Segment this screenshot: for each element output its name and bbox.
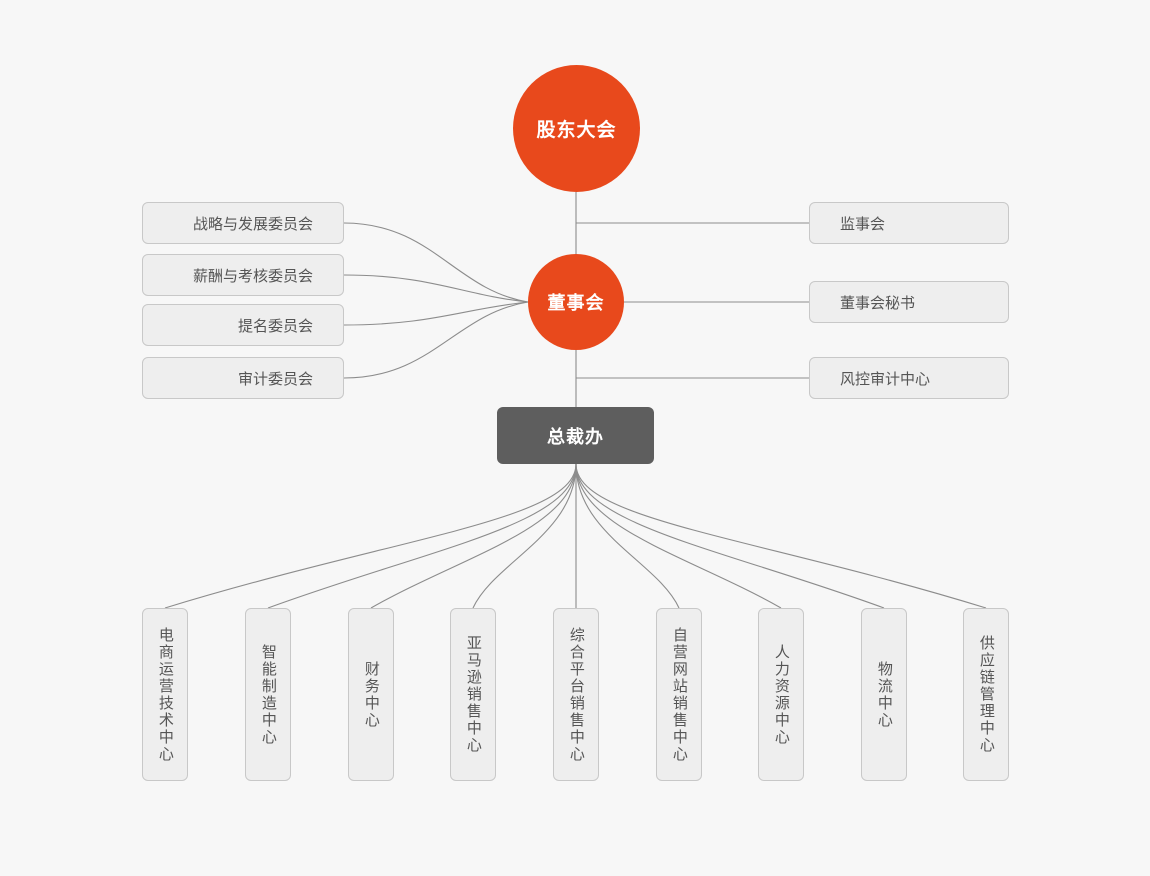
dept-intelligent-manufacturing-center[interactable]: 智能制造中心 (245, 608, 291, 781)
link-committee-strategy (343, 222, 529, 303)
node-board-of-directors[interactable]: 董事会 (528, 254, 624, 350)
link-dept-1 (164, 463, 577, 609)
dept-label: 亚马逊销售中心 (464, 635, 483, 754)
node-shareholders-label: 股东大会 (536, 119, 617, 141)
committee-label: 薪酬与考核委员会 (192, 266, 313, 285)
unit-label: 风控审计中心 (840, 369, 931, 388)
dept-label: 人力资源中心 (772, 643, 791, 746)
link-dept-7 (575, 463, 782, 609)
dept-label: 自营网站销售中心 (670, 626, 689, 763)
link-committee-audit (343, 301, 529, 379)
dept-label: 智能制造中心 (259, 643, 278, 746)
unit-board-secretary[interactable]: 董事会秘书 (809, 281, 1009, 323)
unit-label: 董事会秘书 (840, 293, 916, 312)
node-shareholders-meeting[interactable]: 股东大会 (513, 65, 640, 192)
dept-label: 供应链管理中心 (977, 635, 996, 754)
committee-label: 提名委员会 (237, 316, 313, 335)
link-dept-6 (575, 463, 680, 609)
dept-integrated-platform-sales-center[interactable]: 综合平台销售中心 (553, 608, 599, 781)
link-dept-4 (472, 463, 577, 609)
committee-label: 战略与发展委员会 (192, 214, 313, 233)
unit-label: 监事会 (840, 214, 886, 233)
unit-supervisory-board[interactable]: 监事会 (809, 202, 1009, 244)
link-committee-compensation (343, 274, 529, 303)
committee-compensation-appraisal[interactable]: 薪酬与考核委员会 (142, 254, 344, 296)
committee-label: 审计委员会 (237, 369, 313, 388)
dept-label: 电商运营技术中心 (156, 626, 175, 763)
link-dept-9 (575, 463, 987, 609)
dept-finance-center[interactable]: 财务中心 (348, 608, 394, 781)
link-dept-3 (370, 463, 577, 609)
dept-label: 综合平台销售中心 (567, 626, 586, 763)
link-dept-2 (267, 463, 577, 609)
link-dept-8 (575, 463, 885, 609)
dept-logistics-center[interactable]: 物流中心 (861, 608, 907, 781)
unit-risk-control-audit-center[interactable]: 风控审计中心 (809, 357, 1009, 399)
committee-audit[interactable]: 审计委员会 (142, 357, 344, 399)
dept-label: 物流中心 (875, 660, 894, 729)
committee-strategy-development[interactable]: 战略与发展委员会 (142, 202, 344, 244)
node-president-office[interactable]: 总裁办 (497, 407, 654, 464)
node-president-label: 总裁办 (547, 426, 604, 448)
dept-amazon-sales-center[interactable]: 亚马逊销售中心 (450, 608, 496, 781)
dept-ecommerce-operations-tech-center[interactable]: 电商运营技术中心 (142, 608, 188, 781)
dept-human-resources-center[interactable]: 人力资源中心 (758, 608, 804, 781)
dept-self-operated-website-sales-center[interactable]: 自营网站销售中心 (656, 608, 702, 781)
committee-nomination[interactable]: 提名委员会 (142, 304, 344, 346)
dept-supply-chain-management-center[interactable]: 供应链管理中心 (963, 608, 1009, 781)
node-board-label: 董事会 (547, 293, 605, 314)
link-committee-nomination (343, 301, 529, 326)
dept-label: 财务中心 (362, 660, 381, 729)
